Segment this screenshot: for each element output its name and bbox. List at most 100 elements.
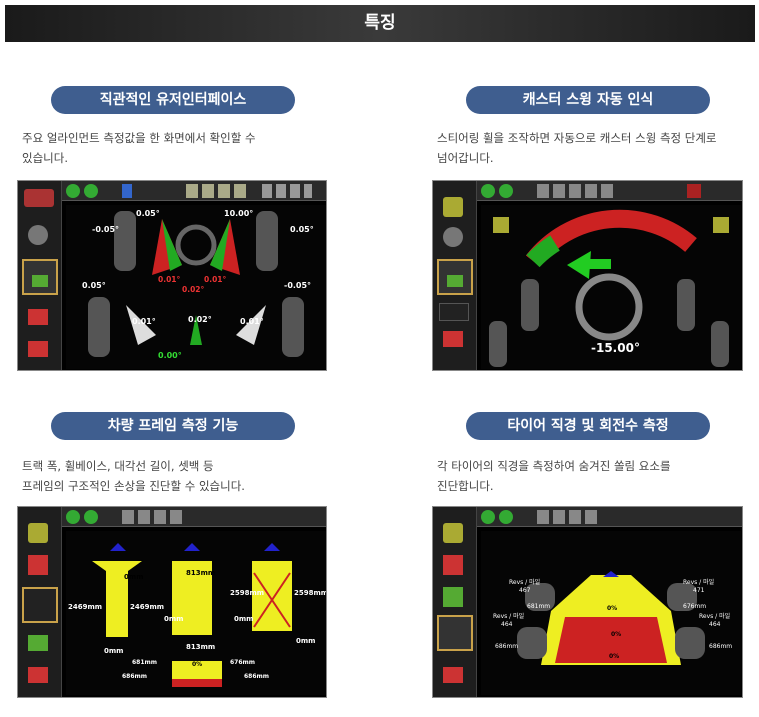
wheelbase-left-value: 2469mm [68,603,103,611]
desc-line: 트랙 폭, 휠베이스, 대각선 길이, 셋백 등 [22,459,214,473]
toolbar-icons[interactable] [262,184,312,198]
swing-angle-value: -15.00° [591,341,640,355]
tire-fl [114,211,136,271]
revs-label-fr: Revs / 마일 [683,579,715,586]
screenshot-caster-swing: -15.00° [432,180,743,371]
feature-desc-tire: 각 타이어의 직경을 측정하여 숨겨진 쏠림 요소를 진단합니다. [437,456,671,496]
percent-front-value: 0% [607,605,618,612]
feature-title-frame: 차량 프레임 측정 기능 [51,412,295,440]
thrust-angle-value: 0.00° [158,351,182,360]
logo-icon [24,189,54,207]
frame-shape-a [92,561,142,637]
tool-icon[interactable] [28,309,48,325]
rear-track-value: 813mm [186,643,216,651]
diameter-rr-value: 686mm [709,643,733,650]
toolbar-icons[interactable] [186,184,246,198]
tool-icon[interactable] [28,635,48,651]
steering-wheel [575,273,643,341]
toolbar-icons[interactable] [122,510,182,524]
tire-percent-value: 0% [192,661,203,668]
tire-fl [525,583,555,611]
tire-diagram [481,531,741,695]
tool-icon[interactable] [443,331,463,347]
revs-rr-value: 464 [709,621,721,628]
feature-desc-frame: 트랙 폭, 휠베이스, 대각선 길이, 셋백 등 프레임의 구조적인 손상을 진… [22,456,245,496]
section-header: 특징 [5,5,755,42]
tool-icon[interactable] [443,555,463,575]
feature-title-ui: 직관적인 유저인터페이스 [51,86,295,114]
diameter-fr-value: 676mm [683,603,707,610]
direction-arrow [567,251,591,279]
tool-icon[interactable] [443,523,463,543]
app-sidebar [18,507,62,697]
vehicle-top [551,575,671,611]
revs-rl-value: 464 [501,621,513,628]
forward-icon[interactable] [84,184,98,198]
percent-rear-value: 0% [609,653,620,660]
desc-line: 진단합니다. [437,479,494,493]
tool-icon[interactable] [122,184,132,198]
forward-icon[interactable] [84,510,98,524]
selected-tool-icon[interactable] [22,587,58,623]
desc-line: 있습니다. [22,151,68,165]
back-icon[interactable] [66,184,80,198]
forward-icon[interactable] [499,184,513,198]
app-toolbar [62,507,326,527]
toe-rr-value: 0.01° [240,317,264,326]
diagonal-right-value: 2598mm [294,589,327,597]
app-toolbar [477,181,742,201]
revs-label-fl: Revs / 마일 [509,579,541,586]
toolbar-icons[interactable] [537,510,597,524]
toe-front-left-value: 0.01° [158,275,181,284]
selected-tool-icon[interactable] [437,615,473,651]
app-sidebar [433,507,477,697]
forward-icon[interactable] [499,510,513,524]
caster-swing-diagram [481,205,741,369]
tool-icon[interactable] [28,667,48,683]
feature-title-tire: 타이어 직경 및 회전수 측정 [466,412,710,440]
desc-line: 주요 얼라인먼트 측정값을 한 화면에서 확인할 수 [22,131,256,145]
tool-icon[interactable] [443,667,463,683]
rear-setback-value: 0mm [104,647,124,655]
frame-diagram [66,531,326,695]
app-toolbar [62,181,326,201]
tire-diameter-rr: 686mm [244,673,270,680]
tire-diameter-fr: 676mm [230,659,256,666]
tool-icon[interactable] [443,227,463,247]
data-panel-icon[interactable] [439,303,469,321]
tool-icon[interactable] [28,523,48,543]
desc-line: 프레임의 구조적인 손상을 진단할 수 있습니다. [22,479,245,493]
tool-icon[interactable] [443,197,463,217]
desc-line: 스티어링 휠을 조작하면 자동으로 캐스터 스윙 측정 단계로 [437,131,717,145]
tire-fr [667,583,697,611]
total-toe-front-value: 0.02° [182,285,205,294]
wheelbase-right-value: 2469mm [130,603,165,611]
screenshot-alignment: -0.05° 0.05° 10.00° 0.05° 0.05° -0.05° 0… [17,180,327,371]
tool-icon[interactable] [443,587,463,607]
tool-icon[interactable] [28,555,48,575]
tire-rl [517,627,547,659]
selected-tool-icon[interactable] [22,259,58,295]
back-icon[interactable] [481,184,495,198]
tool-icon[interactable] [28,341,48,357]
revs-label-rr: Revs / 마일 [699,613,731,620]
percent-mid-value: 0% [611,631,622,638]
back-icon[interactable] [66,510,80,524]
toolbar-icons[interactable] [537,184,617,198]
toe-rl-value: 0.01° [132,317,156,326]
selected-tool-icon[interactable] [437,259,473,295]
diagonal-diff-value: 0mm [296,637,316,645]
screenshot-frame: 0mm 2469mm 2469mm 0mm 813mm 813mm 0mm 0m… [17,506,327,698]
alert-icon[interactable] [687,184,701,198]
diagonal-left-value: 2598mm [230,589,265,597]
tool-icon[interactable] [28,225,48,245]
feature-desc-caster: 스티어링 휠을 조작하면 자동으로 캐스터 스윙 측정 단계로 넘어갑니다. [437,128,717,168]
camber-fl-value: 0.05° [136,209,160,218]
back-icon[interactable] [481,510,495,524]
tire-fr [256,211,278,271]
feature-title-caster: 캐스터 스윙 자동 인식 [466,86,710,114]
tire-diameter-fl: 681mm [132,659,158,666]
tire-rl [88,297,110,357]
camber-rr-value: -0.05° [284,281,312,290]
feature-desc-ui: 주요 얼라인먼트 측정값을 한 화면에서 확인할 수 있습니다. [22,128,256,168]
